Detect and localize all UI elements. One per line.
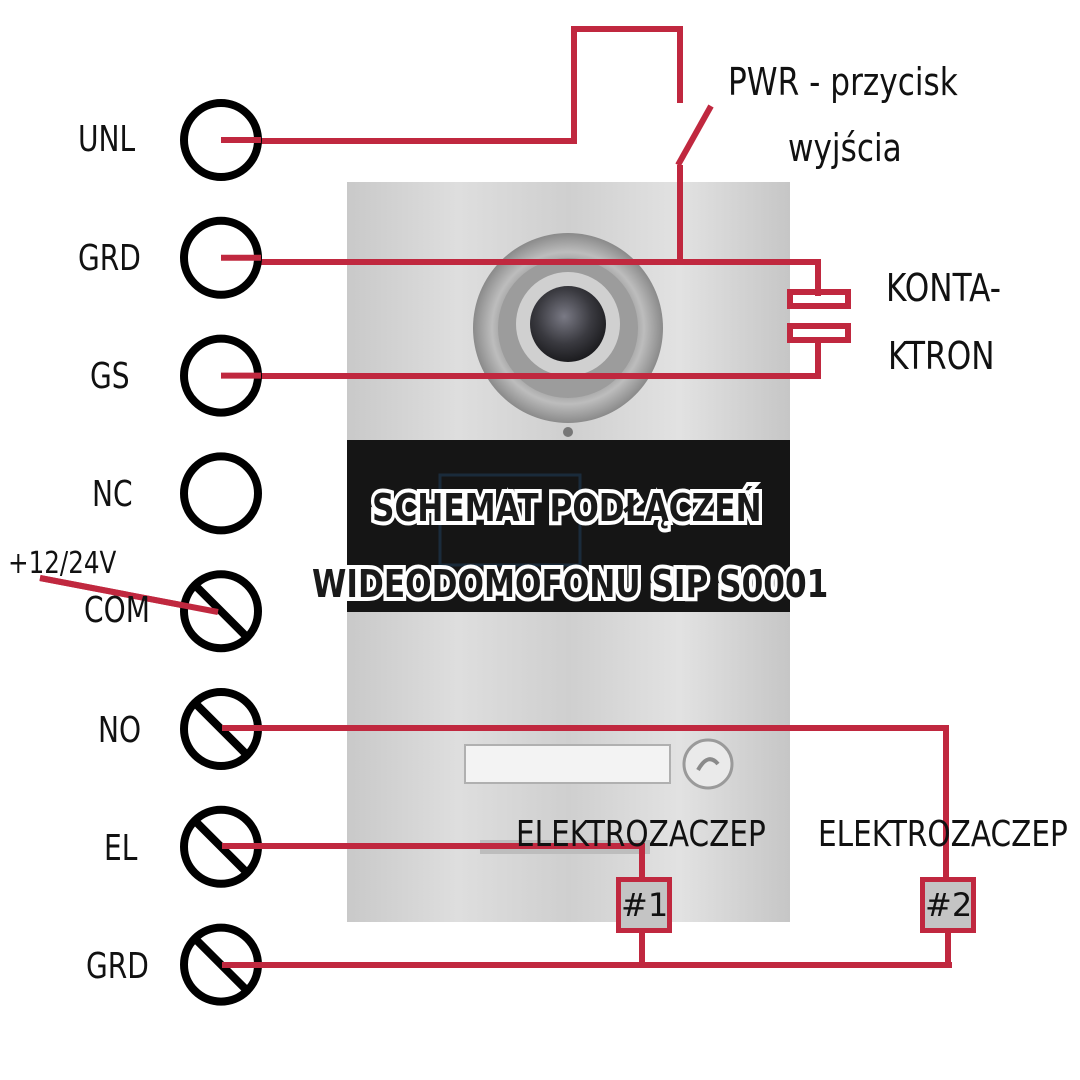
terminal-nc-circle — [180, 452, 262, 535]
wire-unl — [222, 26, 683, 144]
mic-hole-icon — [563, 427, 573, 437]
kontaktron-label-line2: KTRON — [888, 334, 995, 378]
pwr-label-line1: PWR - przycisk — [728, 60, 958, 104]
supply-voltage-label: +12/24V — [8, 546, 117, 581]
lock2-label: ELEKTROZACZEP — [818, 814, 1068, 855]
camera-lens-icon — [530, 286, 606, 362]
lock1-label: ELEKTROZACZEP — [516, 814, 766, 855]
terminal-label-nc: NC — [92, 474, 133, 515]
pwr-switch-lever — [675, 104, 714, 167]
terminal-com-screw-slot — [192, 582, 250, 641]
lock1-tag: #1 — [616, 877, 672, 933]
rfid-icon — [438, 473, 582, 567]
terminal-no-screw-slot — [192, 700, 250, 758]
terminal-label-gs: GS — [90, 356, 130, 397]
terminal-label-unl: UNL — [78, 119, 136, 160]
terminal-label-no: NO — [98, 710, 142, 751]
wire-gs — [222, 340, 821, 379]
call-button-icon — [682, 738, 734, 790]
nameplate — [464, 744, 671, 784]
title-line-2-outline: WIDEODOMOFONU SIP S0001 — [309, 558, 832, 610]
title-line-2: WIDEODOMOFONU SIP S0001 — [312, 562, 829, 606]
lock2-tag: #2 — [920, 877, 976, 933]
kontaktron-contact-top — [787, 289, 851, 309]
intercom-panel — [347, 182, 790, 922]
card-reader-window — [347, 440, 790, 612]
terminal-label-el: EL — [104, 828, 138, 869]
wire-supply-com-overlay — [39, 575, 219, 615]
terminal-label-grd-1: GRD — [78, 238, 141, 279]
terminal-label-com: COM — [84, 590, 150, 631]
terminal-grd2-screw-slot — [192, 935, 250, 994]
wire-grd1 — [222, 259, 821, 296]
wire-el-overlay — [222, 843, 645, 880]
kontaktron-contact-bottom — [787, 323, 851, 343]
bell-icon — [696, 757, 720, 772]
title-line-1: SCHEMAT PODŁĄCZEŃ — [372, 486, 762, 530]
kontaktron-label-line1: KONTA- — [886, 266, 1002, 310]
terminal-label-grd-2: GRD — [86, 946, 149, 987]
terminal-block — [39, 99, 952, 1006]
terminal-el-screw-slot — [192, 817, 250, 876]
wire-no-overlay — [222, 725, 949, 880]
title-line-1-outline: SCHEMAT PODŁĄCZEŃ — [369, 482, 765, 534]
pwr-label-line2: wyjścia — [788, 126, 902, 170]
